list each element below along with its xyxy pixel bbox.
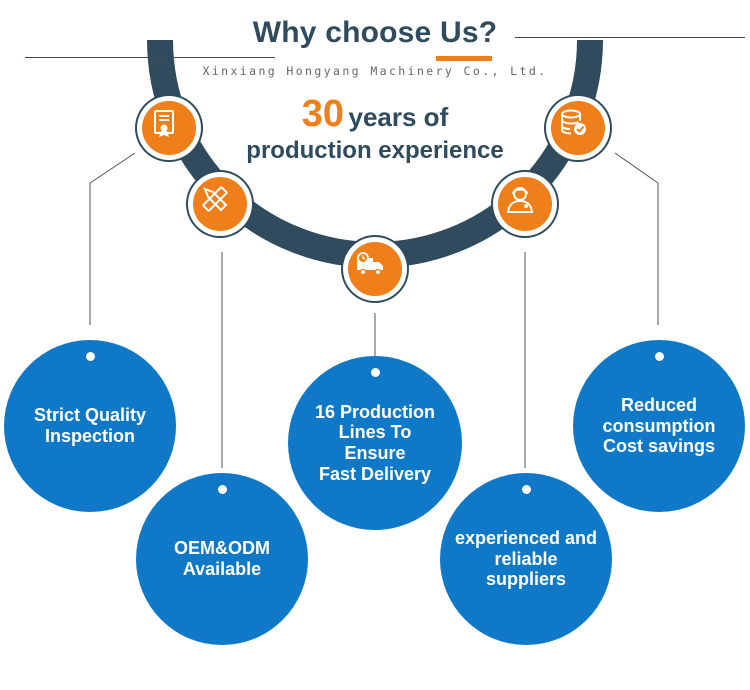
certificate-icon (154, 110, 174, 137)
page-title: Why choose Us? (252, 16, 498, 49)
badge-delivery-truck (343, 237, 407, 301)
feature-reliable-suppliers: experienced and reliable suppliers (440, 473, 612, 645)
feature-label: Reduced consumption Cost savings (602, 394, 716, 457)
title-divider-right (515, 37, 745, 38)
headline: 30 years of production experience (220, 95, 530, 163)
circle-dot (370, 368, 380, 377)
title-accent-bar (436, 56, 492, 61)
circle-dot (521, 485, 531, 494)
headline-line2: production experience (246, 137, 504, 164)
company-name: Xinxiang Hongyang Machinery Co., Ltd. (202, 64, 548, 78)
badge-database-check (546, 96, 610, 160)
pencil-ruler-icon (202, 186, 228, 212)
circle-dot (85, 352, 95, 361)
circle-dot (217, 485, 227, 494)
feature-production-lines: 16 Production Lines To Ensure Fast Deliv… (288, 356, 462, 530)
title-divider-left (25, 57, 275, 58)
feature-cost-savings: Reduced consumption Cost savings (573, 340, 745, 512)
feature-label: Strict Quality Inspection (33, 405, 147, 446)
circle-dot (654, 352, 664, 361)
delivery-truck-icon (357, 252, 383, 276)
headline-number: 30 (301, 93, 345, 135)
badge-pencil-ruler (188, 172, 252, 236)
feature-label: OEM&ODM Available (174, 538, 270, 579)
feature-label: experienced and reliable suppliers (454, 527, 598, 590)
feature-quality-inspection: Strict Quality Inspection (4, 340, 176, 512)
headline-rest: years of (348, 102, 449, 132)
badge-support-agent (493, 172, 557, 236)
feature-oem-odm: OEM&ODM Available (136, 473, 308, 645)
feature-label: 16 Production Lines To Ensure Fast Deliv… (314, 401, 435, 484)
support-agent-icon (506, 187, 534, 213)
database-check-icon (561, 109, 586, 135)
badge-certificate (137, 96, 201, 160)
